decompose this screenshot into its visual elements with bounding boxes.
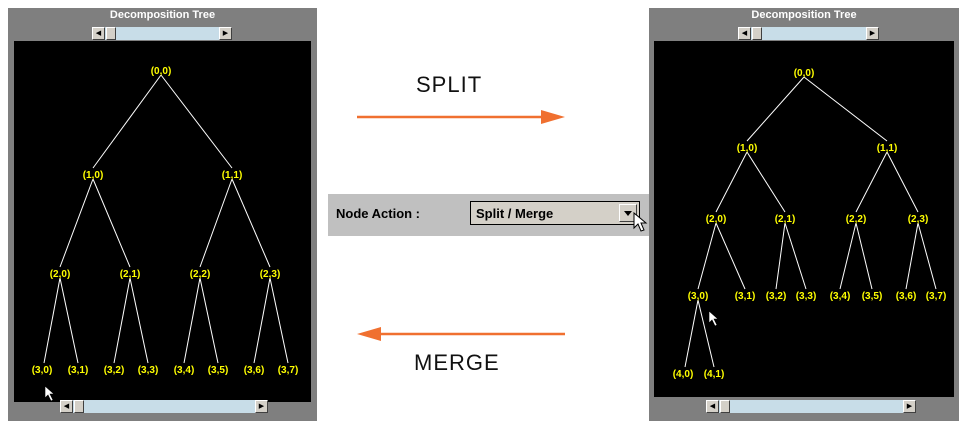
right-node-0-0[interactable]: (0,0) [794,68,815,79]
left-node-2-2[interactable]: (2,2) [190,269,211,280]
right-node-3-6[interactable]: (3,6) [896,291,917,302]
left-node-0-0[interactable]: (0,0) [151,66,172,77]
right-node-1-0[interactable]: (1,0) [737,143,758,154]
left-tree-canvas[interactable]: (0,0) (1,0) (1,1) (2,0) (2,1) (2,2) (2,3… [14,41,311,402]
scroll-thumb[interactable] [752,27,762,40]
right-tree-canvas[interactable]: (0,0) (1,0) (1,1) (2,0) (2,1) (2,2) (2,3… [654,41,954,397]
right-node-2-3[interactable]: (2,3) [908,214,929,225]
scroll-thumb[interactable] [720,400,730,413]
left-tree-edges [43,74,289,364]
scroll-left-button[interactable]: ◀ [706,400,719,413]
right-tree-svg: (0,0) (1,0) (1,1) (2,0) (2,1) (2,2) (2,3… [673,68,947,380]
right-node-3-4[interactable]: (3,4) [830,291,851,302]
left-node-3-4[interactable]: (3,4) [174,365,195,376]
right-node-2-0[interactable]: (2,0) [706,214,727,225]
node-action-label: Node Action : [336,206,421,221]
right-node-4-0[interactable]: (4,0) [673,369,694,380]
node-action-selected-value: Split / Merge [476,206,554,221]
right-node-1-1[interactable]: (1,1) [877,143,898,154]
right-node-3-2[interactable]: (3,2) [766,291,787,302]
left-node-2-0[interactable]: (2,0) [50,269,71,280]
scroll-thumb[interactable] [74,400,84,413]
chevron-down-icon [624,211,632,216]
left-tree-panel: Decomposition Tree ◀ ▶ (0,0 [8,8,317,421]
left-tree-svg: (0,0) (1,0) (1,1) (2,0) (2,1) (2,2) (2,3… [32,66,299,402]
left-node-3-3[interactable]: (3,3) [138,365,159,376]
merge-arrow-icon [357,327,565,341]
scroll-right-button[interactable]: ▶ [866,27,879,40]
right-tree-edges [684,76,937,368]
left-node-3-1[interactable]: (3,1) [68,365,89,376]
left-node-3-0[interactable]: (3,0) [32,365,53,376]
right-node-2-2[interactable]: (2,2) [846,214,867,225]
left-node-3-7[interactable]: (3,7) [278,365,299,376]
right-node-3-0[interactable]: (3,0) [688,291,709,302]
right-node-3-7[interactable]: (3,7) [926,291,947,302]
left-node-2-1[interactable]: (2,1) [120,269,141,280]
scroll-right-button[interactable]: ▶ [255,400,268,413]
right-bottom-scrollbar[interactable]: ◀ ▶ [706,400,916,413]
split-label: SPLIT [416,72,483,97]
mouse-pointer-icon [633,212,648,232]
right-top-scrollbar[interactable]: ◀ ▶ [738,27,879,40]
left-node-1-0[interactable]: (1,0) [83,170,104,181]
left-node-3-5[interactable]: (3,5) [208,365,229,376]
left-node-2-3[interactable]: (2,3) [260,269,281,280]
left-node-3-2[interactable]: (3,2) [104,365,125,376]
right-tree-panel: Decomposition Tree ◀ ▶ [649,8,959,421]
scroll-left-button[interactable]: ◀ [738,27,751,40]
node-action-select[interactable]: Split / Merge [470,201,640,225]
right-node-4-1[interactable]: (4,1) [704,369,725,380]
scroll-right-button[interactable]: ▶ [219,27,232,40]
node-action-control: Node Action : Split / Merge [328,194,650,236]
right-node-3-1[interactable]: (3,1) [735,291,756,302]
left-node-1-1[interactable]: (1,1) [222,170,243,181]
scroll-left-button[interactable]: ◀ [92,27,105,40]
scroll-thumb[interactable] [106,27,116,40]
left-bottom-scrollbar[interactable]: ◀ ▶ [60,400,268,413]
dropdown-arrow-button[interactable] [619,204,637,222]
mouse-pointer-icon [708,310,719,327]
merge-label: MERGE [414,350,500,375]
scroll-right-button[interactable]: ▶ [903,400,916,413]
scroll-left-button[interactable]: ◀ [60,400,73,413]
split-arrow-icon [357,110,565,124]
left-panel-title: Decomposition Tree [109,9,216,21]
right-node-3-3[interactable]: (3,3) [796,291,817,302]
mouse-pointer-icon [44,385,55,402]
left-node-3-6[interactable]: (3,6) [244,365,265,376]
left-top-scrollbar[interactable]: ◀ ▶ [92,27,232,40]
right-node-3-5[interactable]: (3,5) [862,291,883,302]
right-node-2-1[interactable]: (2,1) [775,214,796,225]
right-panel-title: Decomposition Tree [751,9,857,21]
